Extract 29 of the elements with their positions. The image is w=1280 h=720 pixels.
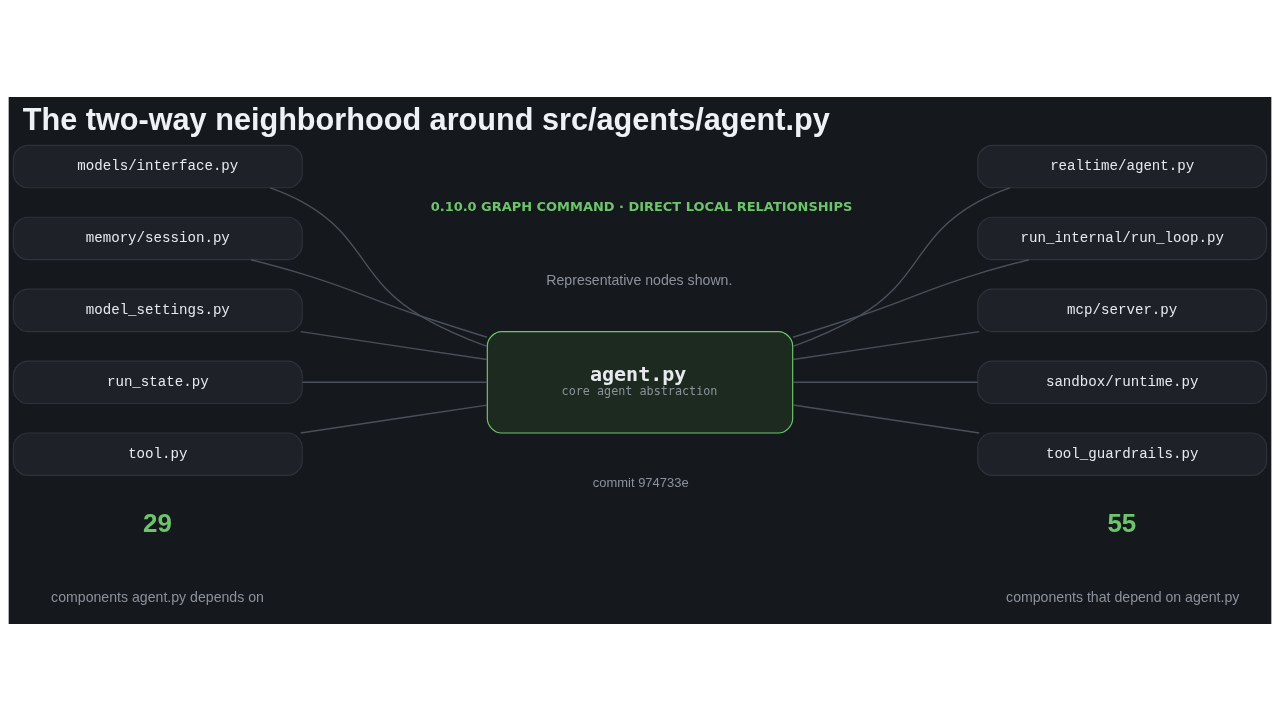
connector xyxy=(301,381,488,383)
connector xyxy=(792,258,1030,338)
label: components that depend on agent.py xyxy=(1006,588,1240,605)
connector xyxy=(792,186,1011,347)
label: commit 974733e xyxy=(592,474,689,490)
connector xyxy=(299,403,488,434)
label: 29 xyxy=(143,508,172,537)
node-box: models/interface.py xyxy=(12,144,303,188)
connector xyxy=(299,330,488,360)
label: 55 xyxy=(1107,508,1137,537)
node-box: realtime/agent.py xyxy=(977,144,1268,188)
node-box: run_state.py xyxy=(12,360,303,404)
node-box: memory/session.py xyxy=(12,216,303,260)
diagram-title: The two-way neighborhood around src/agents/agent.py xyxy=(22,101,830,136)
node-box: tool_guardrails.py xyxy=(977,431,1268,476)
label: components agent.py depends on xyxy=(51,588,264,605)
connector xyxy=(250,258,488,338)
node-box: model_settings.py xyxy=(12,288,303,332)
node-box: sandbox/runtime.py xyxy=(977,360,1268,404)
label: Representative nodes shown. xyxy=(546,271,733,288)
node-box: tool.py xyxy=(12,431,303,476)
node-box: mcp/server.py xyxy=(977,288,1268,332)
connector xyxy=(269,186,488,347)
node-box: agent.py core agent abstraction xyxy=(486,330,794,434)
connector xyxy=(792,330,980,360)
connector xyxy=(792,403,980,434)
node-box: run_internal/run_loop.py xyxy=(977,216,1268,260)
connector xyxy=(792,381,979,383)
label: 0.10.0 GRAPH COMMAND · DIRECT LOCAL RELATIONSHIPS xyxy=(430,198,853,214)
